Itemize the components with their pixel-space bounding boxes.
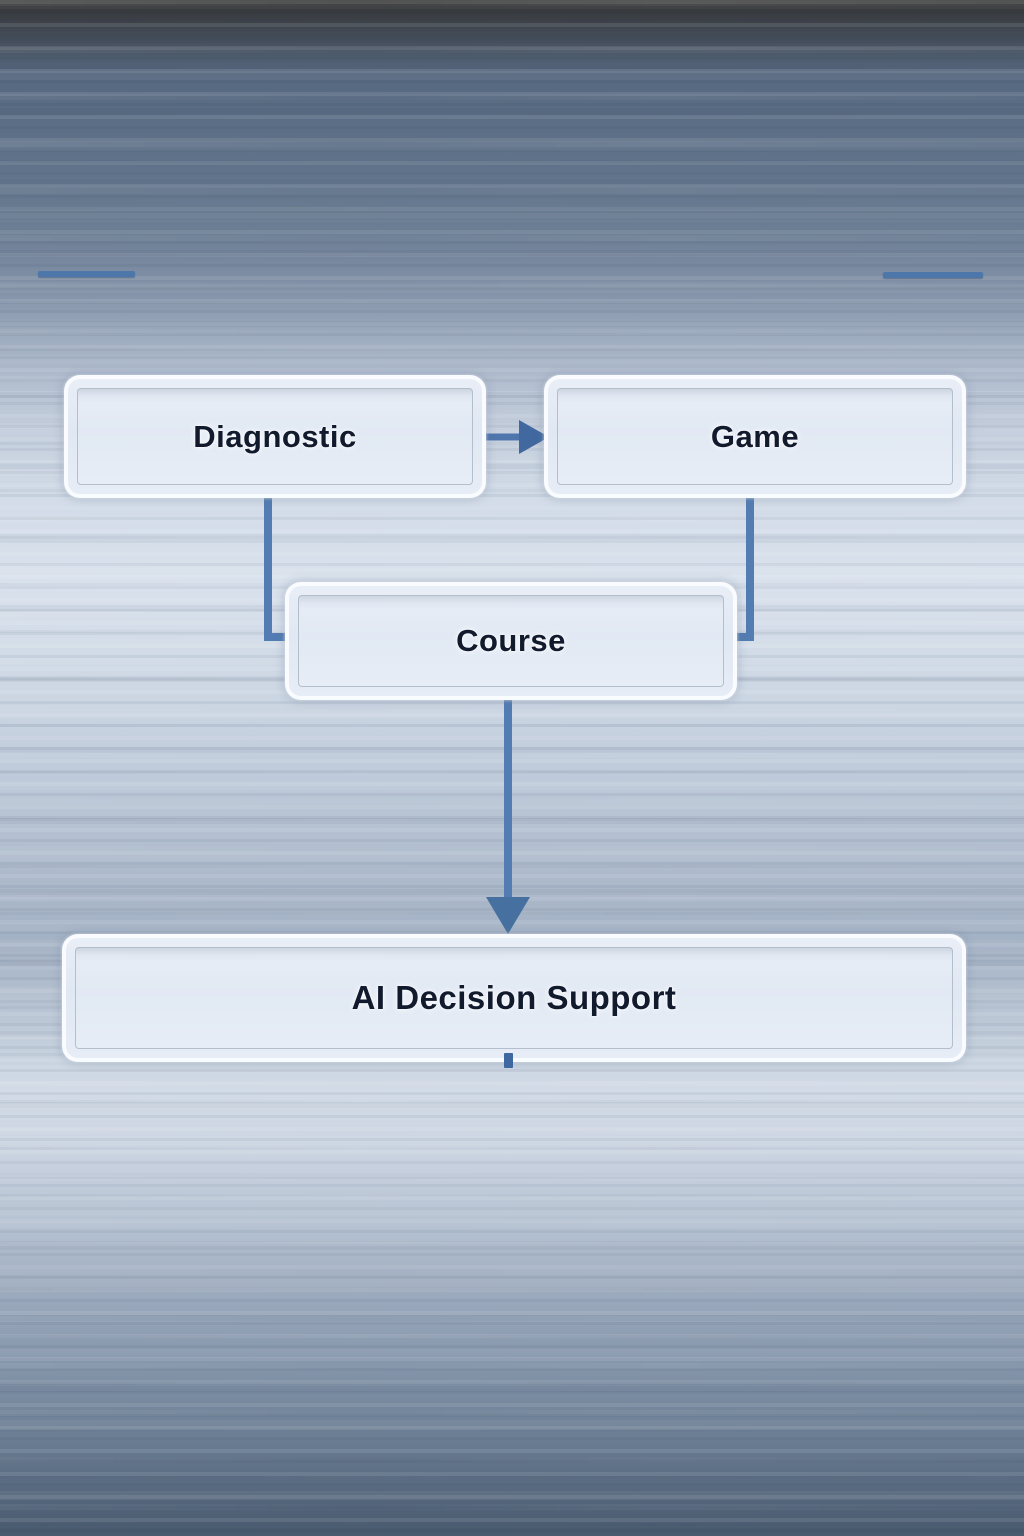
decorative-line-left [38,271,135,277]
arrow-course-to-ai [486,695,530,934]
decorative-line-right [883,272,983,278]
node-diagnostic: Diagnostic [64,375,486,498]
node-ai-decision-support-label: AI Decision Support [351,979,677,1016]
node-course: Course [285,582,737,700]
node-diagnostic-label: Diagnostic [193,418,357,454]
node-course-label: Course [456,623,566,658]
node-ai-decision-support: AI Decision Support [62,934,966,1062]
node-game: Game [544,375,966,498]
node-game-label: Game [710,418,800,454]
connector-stub-below-ai-box [504,1053,513,1068]
